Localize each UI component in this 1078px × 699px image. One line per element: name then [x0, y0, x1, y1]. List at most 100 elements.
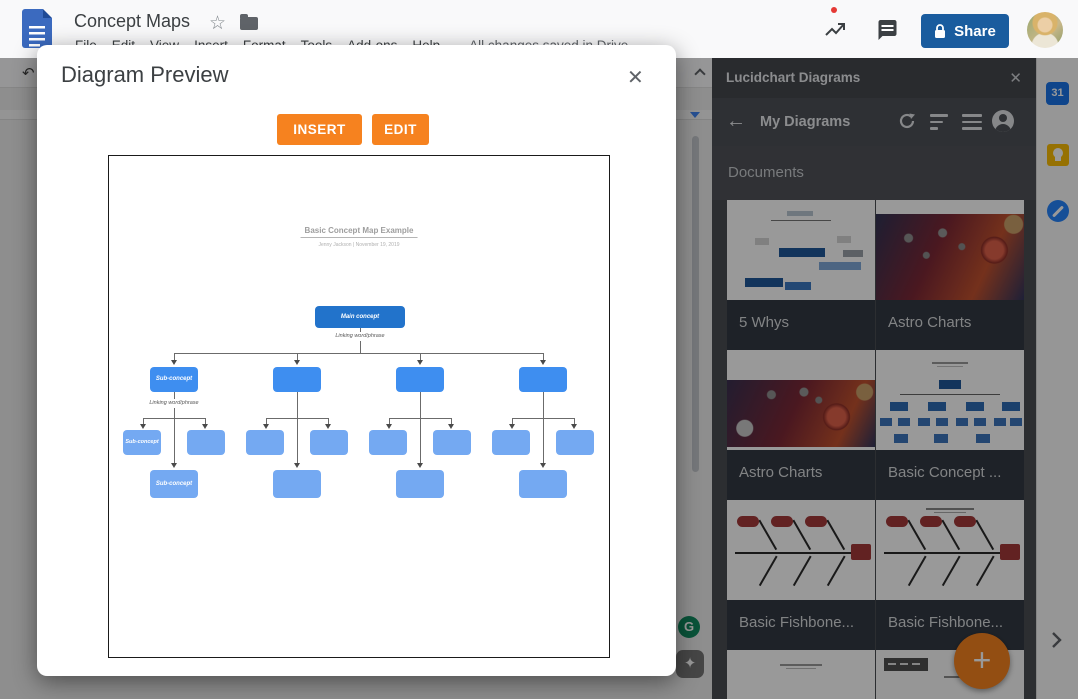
back-arrow-icon[interactable]: ←: [726, 110, 746, 132]
keep-icon[interactable]: [1047, 144, 1069, 166]
scrollbar[interactable]: [692, 136, 699, 472]
grammarly-icon[interactable]: G: [678, 616, 700, 638]
cmap-connector: [143, 418, 205, 419]
panel-header: Lucidchart Diagrams ✕: [712, 58, 1036, 98]
leaf-node: Sub-concept: [123, 430, 161, 455]
notification-dot: [831, 7, 837, 13]
fishbone-cause: [737, 516, 759, 527]
move-folder-icon[interactable]: [240, 14, 258, 30]
fishbone-title-line: [934, 512, 966, 513]
cmap-connector: [451, 418, 452, 424]
cmap-connector: [202, 424, 208, 429]
fishbone-spine: [884, 552, 1006, 554]
panel-close-icon[interactable]: ✕: [1009, 70, 1022, 87]
activity-dashboard-icon[interactable]: [822, 18, 848, 47]
refresh-icon[interactable]: [896, 110, 918, 137]
indent-marker-icon[interactable]: [690, 112, 700, 118]
cmap-connector: [140, 424, 146, 429]
cmap-connector: [174, 353, 544, 354]
fishbone-cause: [954, 516, 976, 527]
cmap-connector: [417, 463, 423, 468]
dialog-title: Diagram Preview: [61, 62, 229, 87]
list-bar: [962, 127, 982, 130]
fishbone-cause: [805, 516, 827, 527]
explore-icon[interactable]: ✦: [676, 650, 704, 678]
sub-concept-node: [396, 367, 444, 392]
document-card-astro-charts[interactable]: Astro Charts: [727, 350, 875, 500]
document-card-astro-charts[interactable]: Astro Charts: [876, 200, 1024, 350]
star-icon[interactable]: ☆: [209, 13, 227, 34]
sub-concept-node: [519, 367, 567, 392]
document-card-basic-fishbone[interactable]: Basic Fishbone...: [727, 500, 875, 650]
cmap-connector: [171, 360, 177, 365]
insert-button[interactable]: INSERT: [277, 114, 362, 145]
list-view-icon[interactable]: [962, 114, 982, 130]
calendar-icon[interactable]: 31: [1046, 82, 1069, 105]
document-thumbnail: [876, 200, 1024, 300]
linking-phrase-label: Linking word/phrase: [320, 332, 400, 341]
cmap-connector: [174, 353, 175, 360]
document-title: Astro Charts: [727, 450, 875, 500]
cmap-connector: [143, 418, 144, 424]
document-card-5-whys[interactable]: 5 Whys: [727, 200, 875, 350]
account-icon-head: [999, 114, 1007, 122]
cmap-connector: [420, 353, 421, 360]
sort-bar: [930, 127, 938, 130]
fishbone-cause: [886, 516, 908, 527]
bottom-node: [273, 470, 321, 498]
list-bar: [962, 114, 982, 117]
sub-concept-node: [273, 367, 321, 392]
document-card-basic-concept[interactable]: Basic Concept ...: [876, 350, 1024, 500]
undo-icon[interactable]: ↶: [22, 65, 35, 82]
documents-section-header: Documents: [712, 146, 1036, 200]
account-avatar[interactable]: [1027, 12, 1063, 48]
google-docs-icon[interactable]: [22, 9, 52, 48]
dialog-close-icon[interactable]: ✕: [627, 67, 644, 89]
cmap-connector: [420, 392, 421, 463]
lucidchart-panel: Lucidchart Diagrams ✕ ← My Diagrams: [712, 58, 1036, 699]
share-button[interactable]: Share: [921, 14, 1009, 48]
cmap-connector: [205, 418, 206, 424]
fishbone-effect: [1000, 544, 1020, 560]
diagram-byline: Jenny Jackson | November 19, 2019: [318, 242, 400, 248]
cmap-connector: [417, 360, 423, 365]
document-title: 5 Whys: [727, 300, 875, 350]
sort-icon[interactable]: [930, 114, 948, 130]
cmap-connector: [540, 360, 546, 365]
cmap-connector: [266, 418, 328, 419]
diagram-title: Basic Concept Map Example: [300, 226, 418, 238]
main-concept-node: Main concept: [315, 306, 405, 328]
document-title: Basic Fishbone...: [727, 600, 875, 650]
document-thumbnail: [727, 500, 875, 600]
cmap-connector: [389, 418, 390, 424]
document-name[interactable]: Concept Maps: [74, 11, 191, 31]
cmap-connector: [512, 418, 574, 419]
cmap-connector: [171, 463, 177, 468]
add-diagram-button[interactable]: +: [954, 633, 1010, 689]
panel-nav-title: My Diagrams: [760, 114, 851, 130]
document-card-basic-fishbone[interactable]: Basic Fishbone...: [876, 500, 1024, 650]
document-title: Basic Concept ...: [876, 450, 1024, 500]
cmap-connector: [574, 418, 575, 424]
document-thumbnail: [876, 500, 1024, 600]
share-label: Share: [954, 22, 996, 40]
collapse-panel-chevron-icon[interactable]: [1049, 630, 1063, 655]
bottom-node: Sub-concept: [150, 470, 198, 498]
cmap-connector: [174, 392, 175, 463]
sub-concept-node: Sub-concept: [150, 367, 198, 392]
document-title: Astro Charts: [876, 300, 1024, 350]
workspace-side-strip: 31: [1036, 58, 1078, 699]
space-art: [727, 380, 875, 447]
edit-button[interactable]: EDIT: [372, 114, 429, 145]
cmap-connector: [294, 360, 300, 365]
cmap-connector: [543, 392, 544, 463]
panel-title: Lucidchart Diagrams: [726, 70, 861, 85]
tasks-icon[interactable]: [1047, 200, 1069, 222]
document-card[interactable]: [727, 650, 875, 699]
space-art: [876, 214, 1024, 300]
comment-icon[interactable]: [874, 18, 899, 47]
account-icon[interactable]: [992, 110, 1014, 132]
list-bar: [962, 120, 982, 123]
